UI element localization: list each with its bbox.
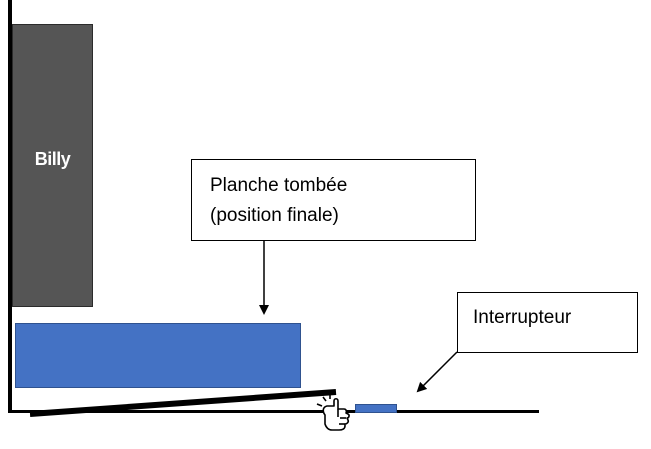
plank-callout-line1: Planche tombée — [210, 175, 348, 196]
plank-callout-line2: (position finale) — [210, 205, 339, 226]
switch-arrow — [416, 351, 458, 393]
wall-line — [8, 0, 12, 413]
switch-callout: Interrupteur — [457, 292, 638, 353]
plank-callout: Planche tombée (position finale) — [191, 159, 476, 241]
fallen-plank — [15, 323, 301, 388]
billy-bookcase: Billy — [12, 24, 93, 307]
billy-label: Billy — [34, 149, 71, 169]
switch-callout-label: Interrupteur — [473, 307, 572, 328]
switch-block — [355, 404, 397, 413]
floor-line — [8, 410, 539, 413]
